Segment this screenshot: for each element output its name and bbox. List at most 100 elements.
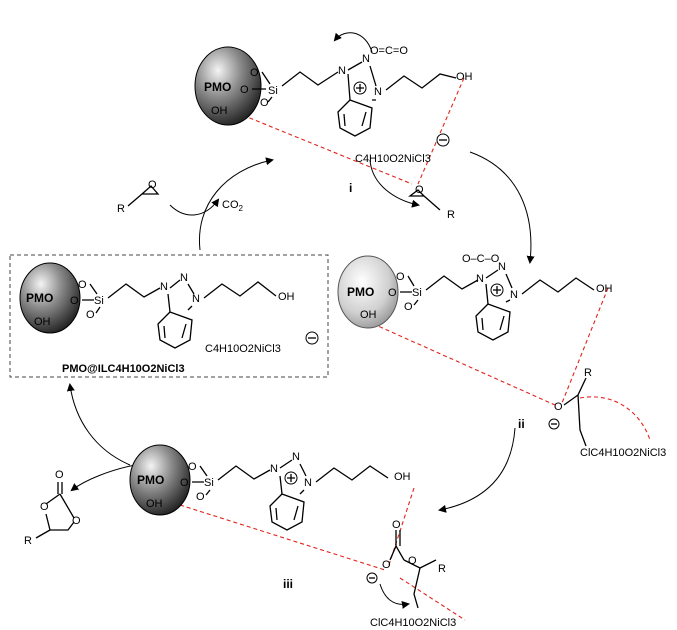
arrow-carbonate-out: [70, 464, 136, 492]
o-label: O: [554, 401, 563, 413]
co2-sub: 2: [239, 204, 244, 213]
arrow-catalyst-to-top: [198, 157, 274, 251]
free-epoxide: [127, 185, 160, 207]
si-label: Si: [204, 477, 214, 489]
r-label: R: [447, 209, 455, 221]
step-iii-label: iii: [283, 577, 293, 591]
r-label: R: [117, 203, 125, 215]
benzene-ring: [475, 303, 511, 341]
carbonate-ring: [35, 482, 75, 539]
arrow-co2-release: [333, 32, 373, 53]
oh-label: OH: [34, 316, 51, 328]
oh-label: OH: [394, 471, 411, 483]
triazole-ring: [485, 269, 513, 305]
oh-label: OH: [278, 291, 295, 303]
carbonate-ion-label: O–C–O: [462, 253, 500, 265]
siloxane-bonds: [400, 275, 479, 306]
arrow-bottom-to-catalyst: [66, 383, 131, 466]
plus-sign: [356, 84, 364, 92]
chain-anion-formula: ClC4H10O2NiCl3: [580, 447, 666, 459]
n-label: N: [270, 463, 278, 475]
o-label: O: [180, 477, 189, 489]
n-label: N: [180, 272, 188, 284]
si-label: Si: [268, 85, 278, 97]
chain-anion-formula: ClC4H10O2NiCl3: [370, 617, 456, 629]
pmo-sphere: [337, 255, 399, 329]
dash-top-left: [229, 109, 413, 185]
r-label: R: [584, 367, 592, 379]
siloxane-bonds: [252, 71, 339, 103]
oh-label: OH: [211, 105, 228, 117]
n-label: N: [292, 451, 300, 463]
r-label: R: [438, 563, 446, 575]
dash-top-right: [417, 77, 465, 185]
oh-label: OH: [146, 498, 163, 510]
anion-formula: C4H10O2NiCl3: [355, 153, 431, 165]
o-label: O: [70, 295, 79, 307]
co2-added-label: CO2: [222, 199, 244, 213]
pmo-label: PMO: [137, 473, 164, 487]
o-label: O: [240, 84, 249, 96]
arrow-top-to-right: [469, 151, 535, 264]
o-label: O: [148, 179, 157, 191]
benzene-ring: [337, 99, 373, 137]
hydroxybutyl-chain: [385, 73, 457, 91]
n-label: N: [304, 477, 312, 489]
epoxide-ring: [408, 189, 441, 211]
plus-sign: [287, 474, 295, 482]
pmo-sphere: [194, 46, 262, 126]
n-label: N: [510, 289, 518, 301]
intermediate-top: PMO OH O O O Si N N N OH O=C=O C4H10O2Ni…: [194, 45, 473, 221]
catalyst-name: PMO@ILC4H10O2NiCl3: [62, 363, 185, 375]
step-i-label: i: [349, 181, 352, 195]
pmo-sphere: [19, 262, 81, 334]
siloxane-bonds: [192, 465, 271, 496]
n-label: N: [362, 53, 370, 65]
o-label: O: [86, 309, 95, 321]
arrow-epoxide-in: [169, 198, 220, 216]
o-label: O: [55, 469, 64, 481]
siloxane-bonds: [82, 283, 161, 314]
triazole-ring: [167, 279, 195, 313]
n-label: N: [374, 86, 382, 98]
o-label: O: [260, 97, 269, 109]
triazole-ring: [279, 459, 307, 495]
o-label: O: [396, 271, 405, 283]
pmo-sphere: [129, 444, 191, 516]
cycle-arrows: [66, 32, 535, 513]
hydroxybutyl-chain: [315, 465, 389, 483]
dash-bottom-left: [179, 504, 386, 571]
r-label: R: [24, 535, 32, 547]
chain-link: [413, 567, 421, 609]
o-label: O: [382, 559, 391, 571]
o-label: O: [415, 184, 424, 196]
arrow-right-to-bottom: [438, 427, 516, 513]
plus-sign: [493, 286, 501, 294]
si-label: Si: [94, 295, 104, 307]
co2-released-label: O=C=O: [370, 45, 408, 57]
oh-label: OH: [360, 309, 377, 321]
o-label: O: [392, 519, 401, 531]
pmo-label: PMO: [347, 285, 374, 299]
n-label: N: [338, 65, 346, 77]
step-ii-label: ii: [518, 417, 525, 431]
o-label: O: [250, 67, 259, 79]
arrow-epoxide-bind: [369, 159, 420, 208]
n-label: N: [476, 273, 484, 285]
o-label: O: [388, 287, 397, 299]
hydroxybutyl-chain: [203, 281, 277, 299]
dash-bottom-diag: [399, 577, 466, 621]
oh-label: OH: [456, 71, 473, 83]
oh-label: OH: [596, 283, 613, 295]
co2-main: CO: [222, 199, 239, 211]
carbonate-bonds: [389, 530, 437, 569]
pmo-label: PMO: [26, 291, 53, 305]
alkoxide-chain: [563, 377, 587, 447]
anion-formula: C4H10O2NiCl3: [205, 343, 281, 355]
reagents: O R CO2: [117, 179, 244, 215]
n-label: N: [160, 281, 168, 293]
benzene-ring: [269, 493, 305, 531]
o-label: O: [196, 491, 205, 503]
benzene-ring: [157, 311, 193, 349]
